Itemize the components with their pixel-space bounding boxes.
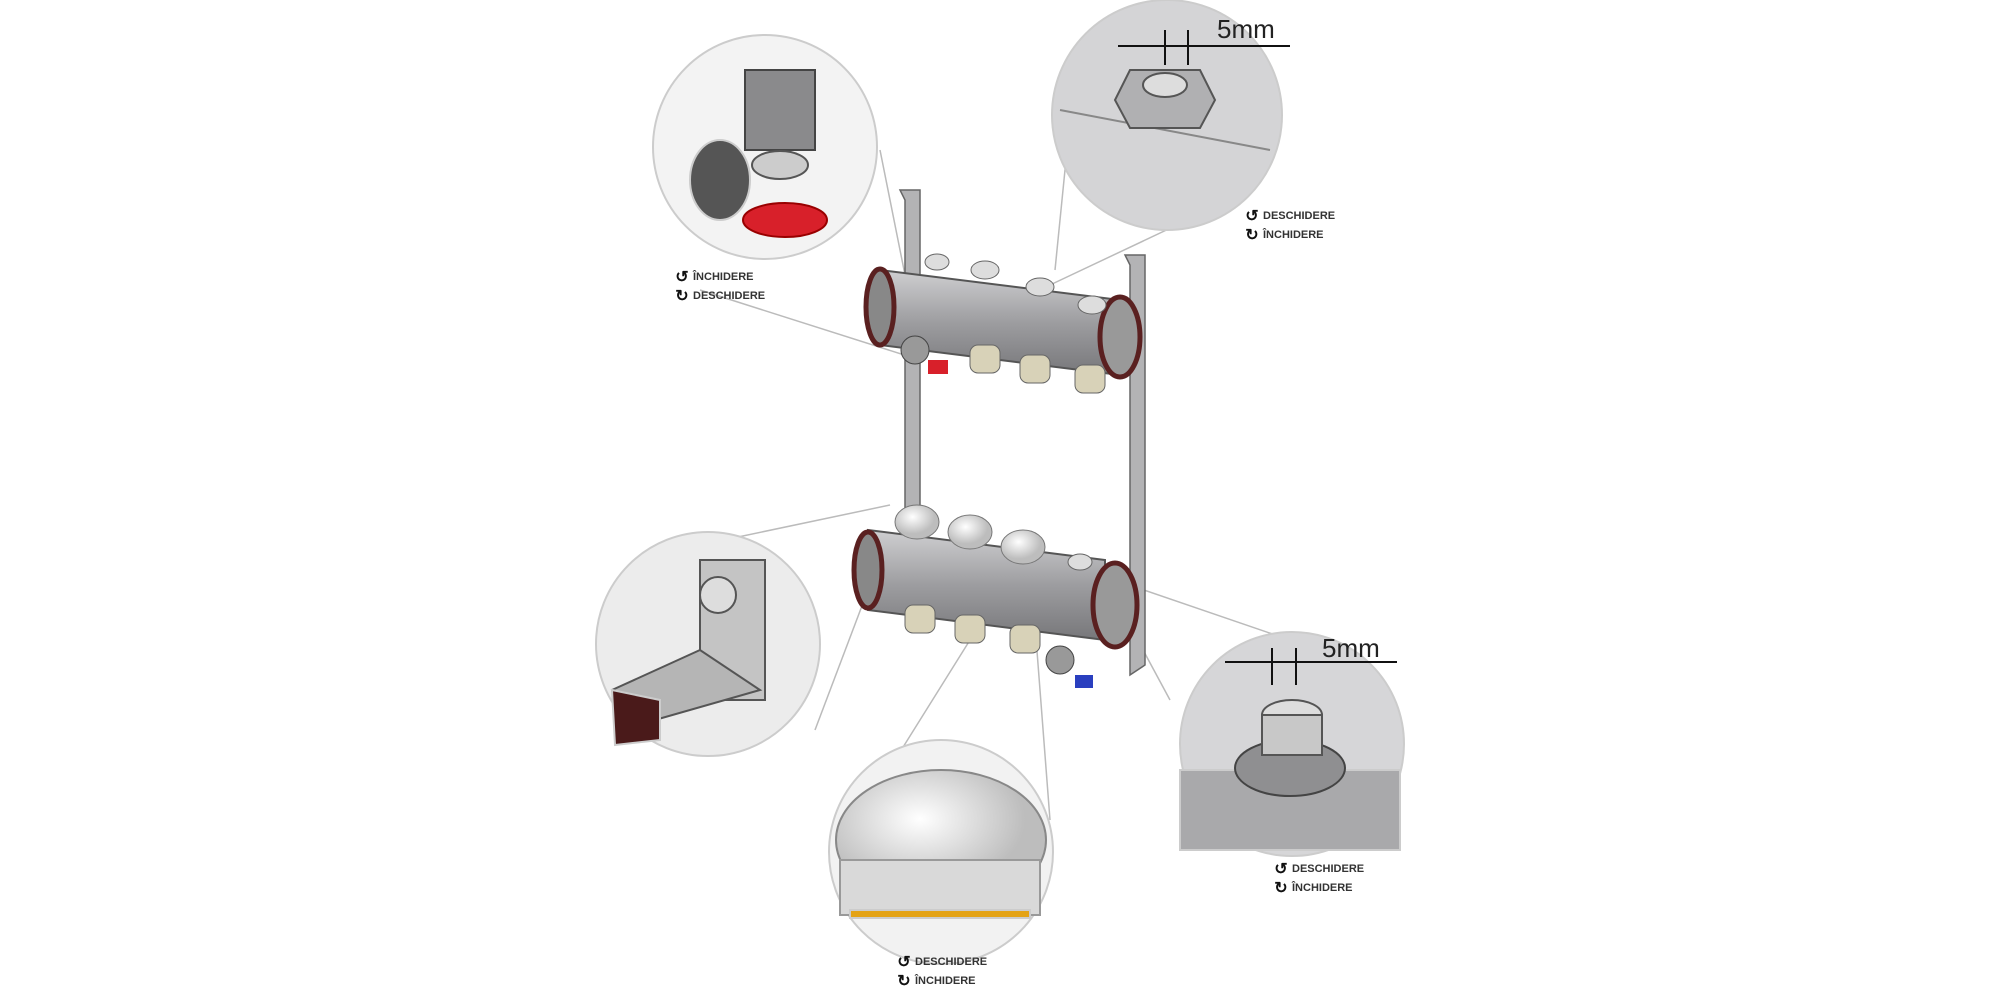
rotate-clockwise-icon: ↻ — [897, 973, 911, 990]
blue-valve-handle — [1075, 675, 1093, 688]
rotate-counterclockwise-icon: ↺ — [897, 954, 911, 971]
rotate-clockwise-icon: ↻ — [675, 288, 689, 305]
dimension-label-top: 5mm — [1217, 14, 1275, 44]
label-group-top-left: ↺ÎNCHIDERE ↻DESCHIDERE — [675, 269, 766, 305]
rotate-counterclockwise-icon: ↺ — [675, 269, 689, 286]
rotate-clockwise-icon: ↻ — [1274, 880, 1288, 897]
bottom-manifold-bar — [851, 504, 1140, 688]
red-valve-handle — [928, 360, 948, 374]
detail-flow-cap — [828, 739, 1054, 965]
detail-balancing-valve-top — [1051, 0, 1283, 231]
dimension-marker-top — [1118, 30, 1290, 65]
top-manifold-bar — [863, 253, 1143, 394]
detail-balancing-valve-bottom — [1179, 631, 1405, 857]
label-group-top-right: ↺DESCHIDERE ↻ÎNCHIDERE — [1245, 208, 1336, 244]
dimension-label-bottom: 5mm — [1322, 633, 1380, 663]
dimension-marker-bottom — [1225, 648, 1397, 685]
detail-air-vent-valve — [652, 34, 878, 260]
rotate-clockwise-icon: ↻ — [1245, 227, 1259, 244]
rotate-counterclockwise-icon: ↺ — [1274, 861, 1288, 878]
detail-circles — [595, 0, 1405, 965]
detail-bracket-screw — [595, 531, 821, 757]
label-group-bottom-center: ↺DESCHIDERE ↻ÎNCHIDERE — [897, 954, 988, 990]
label-group-bottom-right: ↺DESCHIDERE ↻ÎNCHIDERE — [1274, 861, 1365, 897]
rotate-counterclockwise-icon: ↺ — [1245, 208, 1259, 225]
